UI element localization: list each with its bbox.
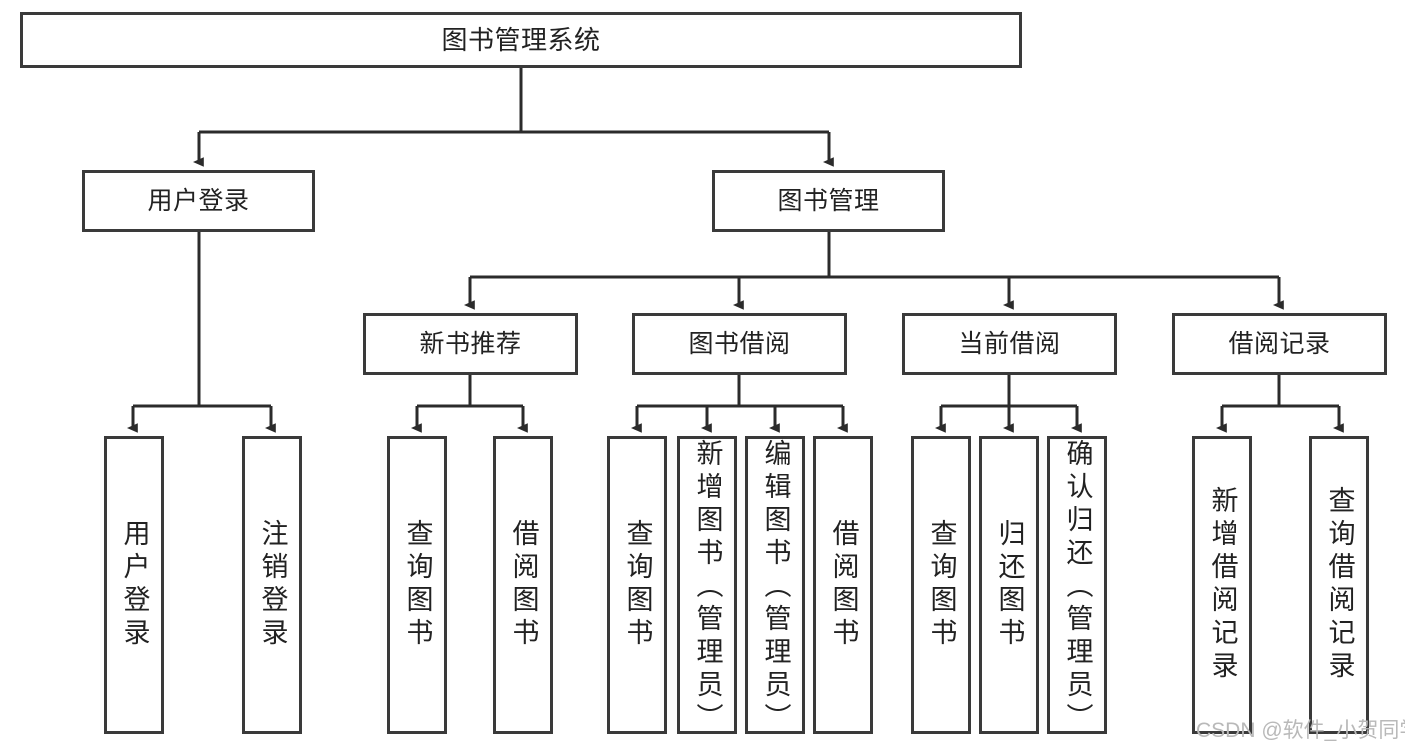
node-leaf-edit-book-admin[interactable]: 编辑图书（管理员） xyxy=(745,436,805,736)
node-new-book-recommend-label: 新书推荐 xyxy=(419,329,522,358)
node-leaf-add-borrow-record[interactable]: 新增借阅记录 xyxy=(1192,436,1252,734)
node-leaf-query-book-cb-label: 查询图书 xyxy=(926,519,957,651)
node-user-login[interactable]: 用户登录 xyxy=(82,170,315,232)
node-leaf-user-login[interactable]: 用户登录 xyxy=(104,436,164,734)
node-leaf-borrow-book-nb[interactable]: 借阅图书 xyxy=(493,436,553,734)
node-leaf-query-book-cb[interactable]: 查询图书 xyxy=(911,436,971,734)
node-borrow-record-label: 借阅记录 xyxy=(1228,329,1331,358)
node-root-system[interactable]: 图书管理系统 xyxy=(20,12,1022,68)
node-book-borrow[interactable]: 图书借阅 xyxy=(632,313,847,375)
node-leaf-logout[interactable]: 注销登录 xyxy=(242,436,302,734)
node-leaf-query-borrow-record[interactable]: 查询借阅记录 xyxy=(1309,436,1369,734)
node-leaf-edit-book-admin-label: 编辑图书（管理员） xyxy=(760,439,791,736)
node-leaf-query-book-nb-label: 查询图书 xyxy=(402,519,433,651)
node-user-login-label: 用户登录 xyxy=(147,186,250,215)
node-leaf-borrow-book-nb-label: 借阅图书 xyxy=(508,519,539,651)
node-current-borrow-label: 当前借阅 xyxy=(958,329,1061,358)
node-book-management[interactable]: 图书管理 xyxy=(712,170,945,232)
node-leaf-add-book-admin[interactable]: 新增图书（管理员） xyxy=(677,436,737,736)
node-leaf-add-borrow-record-label: 新增借阅记录 xyxy=(1207,486,1238,684)
node-book-management-label: 图书管理 xyxy=(777,186,880,215)
node-leaf-return-book[interactable]: 归还图书 xyxy=(979,436,1039,734)
node-root-system-label: 图书管理系统 xyxy=(441,24,601,55)
node-leaf-query-book-bb[interactable]: 查询图书 xyxy=(607,436,667,734)
node-current-borrow[interactable]: 当前借阅 xyxy=(902,313,1117,375)
node-leaf-confirm-return-admin[interactable]: 确认归还（管理员） xyxy=(1047,436,1107,736)
node-leaf-query-book-bb-label: 查询图书 xyxy=(622,519,653,651)
node-book-borrow-label: 图书借阅 xyxy=(688,329,791,358)
node-leaf-borrow-book-bb-label: 借阅图书 xyxy=(828,519,859,651)
node-leaf-query-book-nb[interactable]: 查询图书 xyxy=(387,436,447,734)
node-leaf-return-book-label: 归还图书 xyxy=(994,519,1025,651)
node-leaf-borrow-book-bb[interactable]: 借阅图书 xyxy=(813,436,873,734)
node-leaf-confirm-return-admin-label: 确认归还（管理员） xyxy=(1062,439,1093,736)
node-leaf-query-borrow-record-label: 查询借阅记录 xyxy=(1324,486,1355,684)
node-leaf-logout-label: 注销登录 xyxy=(257,519,288,651)
node-leaf-user-login-label: 用户登录 xyxy=(119,519,150,651)
node-new-book-recommend[interactable]: 新书推荐 xyxy=(363,313,578,375)
node-leaf-add-book-admin-label: 新增图书（管理员） xyxy=(692,439,723,736)
csdn-watermark: CSDN @软件_小贺同学 xyxy=(1196,719,1405,742)
node-borrow-record[interactable]: 借阅记录 xyxy=(1172,313,1387,375)
